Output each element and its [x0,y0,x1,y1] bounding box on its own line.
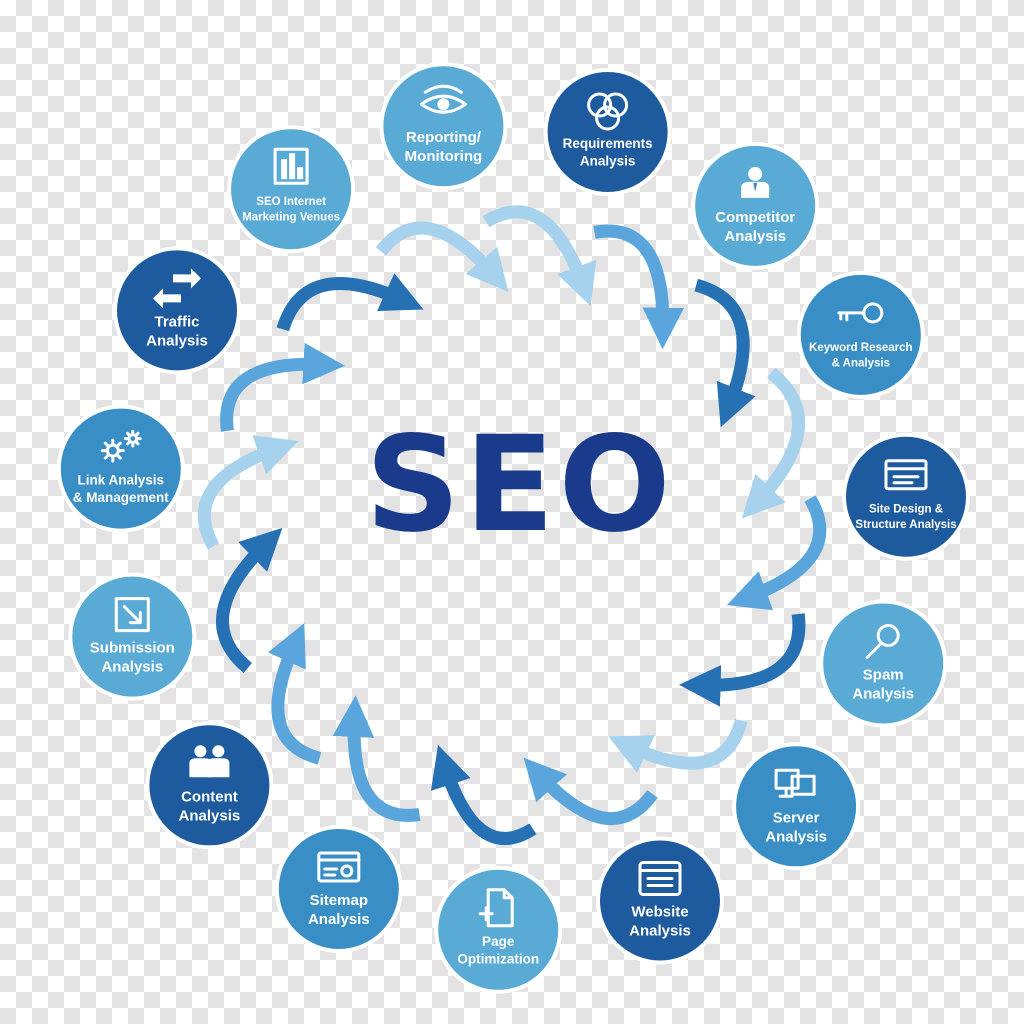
monitors-icon [774,768,816,798]
cycle-arrow [523,757,658,825]
node-label: Marketing Venues [242,212,340,224]
people-icon [189,745,230,778]
node-label: Reporting/ [406,129,482,146]
key-icon [837,302,884,324]
node-label: Submission [90,640,175,657]
cycle-arrow [375,221,509,293]
node-circle [274,825,403,953]
node-circle [113,246,241,375]
node-label: Spam [863,667,904,684]
node-label: Requirements [563,136,653,151]
cycle-arrows [197,205,827,845]
node-label: Analysis [852,686,914,703]
center-title: SEO [365,408,674,562]
node-keyword: Keyword Research & Analysis [796,270,925,399]
cycle-arrow [593,224,685,350]
cycle-arrow [268,623,322,765]
node-circle [145,721,274,850]
node-circle [596,836,724,965]
webpage-icon [638,861,682,896]
document-plus-icon [478,888,514,928]
node-label: Website [631,904,688,921]
node-label: Monitoring [405,148,482,165]
node-label: Analysis [765,828,827,845]
cycle-arrow [220,342,345,432]
cycle-arrow [197,435,299,550]
node-circle [379,62,508,191]
node-label: Analysis [724,228,786,245]
node-label: Keyword Research [809,342,913,354]
node-label: Analysis [146,332,208,349]
node-label: Traffic [154,313,199,330]
node-reporting: Reporting/Monitoring [379,62,508,191]
node-label: SEO Internet [256,196,326,208]
node-label: Analysis [101,659,163,676]
node-label: Analysis [179,807,241,824]
cycle-arrow [608,718,748,773]
cycle-arrow [679,613,806,707]
person-icon [741,166,770,198]
node-circle [543,68,672,196]
cycle-arrow [276,273,424,332]
node-circle [796,270,925,399]
node-circle [434,865,563,994]
magnifier-icon [865,624,900,659]
node-circle [732,742,861,871]
node-circle [56,404,185,533]
node-label: Optimization [457,951,539,966]
node-site-design: Site Design & Structure Analysis [842,432,970,561]
node-label: & Analysis [832,357,890,369]
node-label: Competitor [715,209,795,226]
node-circle [819,599,948,728]
node-link: Link Analysis & Management [56,404,185,533]
node-label: Analysis [580,154,636,169]
node-label: Site Design & [869,504,943,516]
cycle-arrow [430,744,537,845]
node-circle [68,572,197,701]
node-label: Analysis [629,923,691,940]
cycle-arrow [332,695,421,822]
node-label: Content [181,788,238,805]
node-label: Server [773,809,820,826]
cycle-arrow [482,205,597,307]
bar-chart-icon [273,147,309,185]
cycle-arrow [726,495,827,611]
gears-icon [100,429,142,463]
node-label: Analysis [308,911,370,928]
browser-window-icon [884,459,928,491]
sitemap-window-icon [317,851,361,883]
two-way-arrows-icon [153,268,201,309]
cycle-arrow [216,527,283,674]
node-label: Sitemap [310,892,368,909]
cycle-arrow [694,278,756,428]
submit-box-icon [114,597,150,633]
node-label: & Management [73,490,170,505]
node-label: Page [482,934,515,949]
node-label: Link Analysis [78,473,165,488]
cycle-nodes: Reporting/MonitoringRequirementsAnalysis… [56,62,970,994]
cycle-arrow [741,367,806,519]
node-circle [691,141,820,270]
eye-icon [419,84,467,114]
node-circle [842,432,970,561]
node-circle [227,125,356,254]
node-label: Structure Analysis [855,519,956,531]
overlapping-circles-icon [587,92,629,131]
